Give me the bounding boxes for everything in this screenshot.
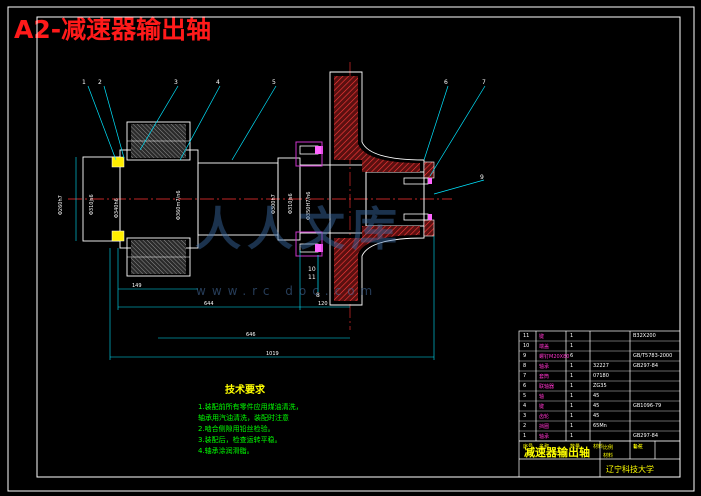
title-block-cell: 32227 bbox=[593, 363, 609, 369]
balloon-label: 7 bbox=[482, 79, 486, 86]
title-block-cell: 6 bbox=[523, 383, 527, 389]
scale-label: 比例 bbox=[603, 445, 614, 451]
dim-646: 646 bbox=[246, 332, 256, 338]
title-block-cell: 2 bbox=[523, 423, 527, 429]
title-block-cell: 轴承 bbox=[539, 434, 550, 440]
balloon-label: 4 bbox=[216, 79, 220, 86]
title-block-cell: B32X200 bbox=[633, 333, 656, 339]
dim-149: 149 bbox=[132, 283, 142, 289]
dim-dia4: Φ360m7/n6 bbox=[176, 190, 182, 220]
title-block-cell: 材料 bbox=[593, 444, 604, 450]
school-name: 辽宁科技大学 bbox=[606, 465, 654, 474]
title-block-cell: GB297-84 bbox=[633, 433, 659, 439]
title-block-cell: 1 bbox=[570, 343, 574, 349]
balloon-label: 6 bbox=[444, 79, 448, 86]
title-block-cell: 4 bbox=[523, 403, 527, 409]
title-block-cell: 1 bbox=[570, 423, 574, 429]
note-item: 3.装配后，检查运转平稳。 bbox=[198, 436, 282, 444]
leader-lines bbox=[87, 85, 486, 292]
title-block-cell: 螺钉M20X80 bbox=[539, 354, 570, 360]
title-block-rows bbox=[519, 340, 680, 442]
title-block-cell: 数量 bbox=[570, 444, 581, 450]
title-block-cell: 套筒 bbox=[539, 374, 550, 380]
title-block-cell: 端盖 bbox=[539, 344, 550, 350]
title-block-cell: 轴承 bbox=[539, 364, 550, 370]
bearings bbox=[111, 141, 323, 257]
title-block-cell: 6 bbox=[570, 353, 574, 359]
balloon-label: 5 bbox=[272, 79, 276, 86]
title-block-cell: 45 bbox=[593, 393, 600, 399]
title-block-cell: 备注 bbox=[633, 444, 644, 450]
title-block-cell: 5 bbox=[523, 393, 527, 399]
title-block-cell: 1 bbox=[570, 383, 574, 389]
dim-dia3: Φ340h6 bbox=[114, 198, 120, 218]
note-item: 2.啮合侧隙用铅丝检验。 bbox=[198, 425, 275, 433]
title-block-cell: 8 bbox=[523, 363, 527, 369]
notes-list: 1.装配前所有零件应用煤油清洗， 轴承用汽油清洗，装配时注意 2.啮合侧隙用铅丝… bbox=[198, 402, 303, 457]
note-item: 4.轴承涂润滑脂。 bbox=[198, 447, 254, 455]
watermark: 人人文库 bbox=[195, 202, 403, 256]
title-block-cell: ZG35 bbox=[593, 383, 607, 389]
title-block-cell: GB297-84 bbox=[633, 363, 659, 369]
balloon-label: 11 bbox=[308, 274, 316, 281]
title-block-cell: GB/T5783-2000 bbox=[633, 353, 673, 359]
part-name: 减速器输出轴 bbox=[524, 446, 590, 459]
title-block-cell: 键 bbox=[539, 334, 545, 340]
title-block-cell: 1 bbox=[523, 433, 527, 439]
title-block-cell: 7 bbox=[523, 373, 527, 379]
balloon-label: 2 bbox=[98, 79, 102, 86]
title-block-cell: 序号 bbox=[523, 444, 534, 450]
title-block-cell: 挡圈 bbox=[539, 424, 550, 430]
title-block-cell: 1 bbox=[570, 403, 574, 409]
drawing-title: A2-减速器输出轴 bbox=[14, 15, 212, 44]
coupling-flange bbox=[329, 71, 425, 306]
bolt-highlights bbox=[315, 146, 432, 252]
outer-frame bbox=[7, 6, 695, 492]
title-block-cell: 1 bbox=[570, 413, 574, 419]
title-block-cell: 45 bbox=[593, 403, 600, 409]
dimension-lines bbox=[75, 157, 435, 360]
title-block-cell: 名称 bbox=[539, 444, 550, 450]
balloon-label: 8 bbox=[316, 292, 320, 299]
balloon-label: 9 bbox=[480, 174, 484, 181]
dim-dia2: Φ310js6 bbox=[89, 194, 95, 215]
dim-120: 120 bbox=[318, 301, 328, 307]
title-block-cell: GB1096-79 bbox=[633, 403, 662, 409]
balloon-label: 10 bbox=[308, 266, 316, 273]
scale-value: 1:4 bbox=[633, 444, 642, 450]
title-block-cell: 45 bbox=[593, 413, 600, 419]
notes-title: 技术要求 bbox=[225, 385, 265, 396]
title-block-cell: 齿轮 bbox=[539, 414, 550, 420]
title-block-cell: 轴 bbox=[539, 394, 545, 400]
title-block-cell: 1 bbox=[570, 363, 574, 369]
note-item: 轴承用汽油清洗，装配时注意 bbox=[198, 414, 289, 422]
dim-1019: 1019 bbox=[266, 351, 279, 357]
material-label: 材料 bbox=[603, 453, 614, 459]
dim-644: 644 bbox=[204, 301, 214, 307]
title-block-cell: 65Mn bbox=[593, 423, 607, 429]
inner-frame bbox=[36, 16, 681, 478]
title-block-cell: 3 bbox=[523, 413, 527, 419]
title-block-cell: 9 bbox=[523, 353, 527, 359]
title-block-cell: 10 bbox=[523, 343, 530, 349]
title-block-cell: 1 bbox=[570, 433, 574, 439]
gear bbox=[126, 121, 191, 277]
title-block-cell: 1 bbox=[570, 373, 574, 379]
shaft bbox=[82, 149, 425, 249]
title-block-cell: 联轴器 bbox=[539, 384, 555, 390]
title-block-cell: 07180 bbox=[593, 373, 609, 379]
dim-dia1: Φ260h7 bbox=[58, 195, 64, 215]
watermark-url: www.rc doc.com bbox=[196, 284, 379, 298]
title-block-cell: 键 bbox=[539, 404, 545, 410]
title-block-cell: 1 bbox=[570, 333, 574, 339]
title-block-cell: 1 bbox=[570, 393, 574, 399]
balloon-label: 1 bbox=[82, 79, 86, 86]
note-item: 1.装配前所有零件应用煤油清洗， bbox=[198, 403, 303, 411]
title-block-cell: 11 bbox=[523, 333, 530, 339]
balloon-label: 3 bbox=[174, 79, 178, 86]
